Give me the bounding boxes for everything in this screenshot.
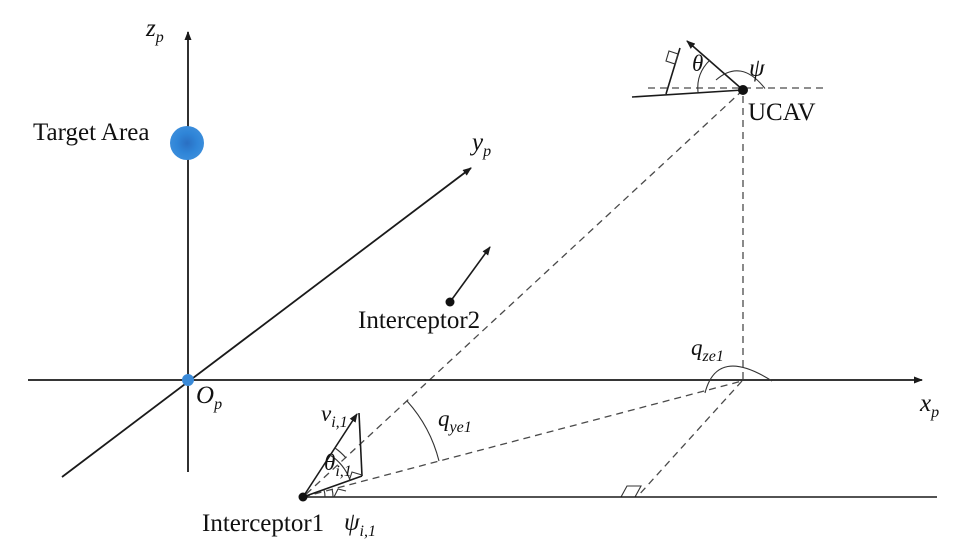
right-angle-marker-interceptor1 xyxy=(348,471,363,482)
los-interceptor1-ucav xyxy=(302,89,744,498)
ucav-heading-angle-label: ψ xyxy=(749,55,765,82)
ucav-pitch-angle-arc xyxy=(697,59,711,93)
construction-lines xyxy=(302,87,823,498)
interceptor2-point xyxy=(445,297,455,307)
right-angle-marker-ucav xyxy=(665,50,679,65)
ucav-velocity-projection-line xyxy=(631,89,744,98)
interceptor1-heading-angle-arc-2 xyxy=(331,488,334,498)
interceptor1-point xyxy=(298,492,308,502)
interceptor1-label: Interceptor1 xyxy=(202,510,324,537)
interceptor1-velocity-label: vi,1 xyxy=(321,401,348,431)
interceptor1-pitch-angle-arc xyxy=(329,454,351,481)
ground-dropline xyxy=(636,380,743,498)
ucav-pitch-angle-label: θ xyxy=(692,51,703,76)
ucav-heading-angle-arc xyxy=(715,70,766,89)
small-angle-marker-interceptor1 xyxy=(333,488,347,498)
ucav-group xyxy=(631,40,766,98)
interceptor1-group xyxy=(298,412,363,502)
interceptor1-vertical-segment xyxy=(358,412,363,477)
interceptor2-velocity-arrow xyxy=(449,246,491,303)
target-area-marker xyxy=(170,126,204,160)
ucav-label: UCAV xyxy=(748,99,816,126)
ucav-point xyxy=(738,85,748,95)
interceptor1-heading-angle-arc xyxy=(323,489,326,498)
right-angle-marker-ground xyxy=(620,485,642,498)
los-elevation-angle-label: qye1 xyxy=(438,406,472,436)
interceptor1-pitch-angle-label: θi,1 xyxy=(324,450,352,480)
y-axis-label: yp xyxy=(469,129,491,160)
origin-label: Op xyxy=(196,382,222,413)
y-axis xyxy=(61,167,472,478)
origin-point xyxy=(182,374,194,386)
interceptor2-label: Interceptor2 xyxy=(358,307,480,334)
interceptor2-group xyxy=(445,246,491,307)
labels: zp yp xp Op Target Area UCAV Interceptor… xyxy=(33,15,939,540)
interceptor1-heading-angle-label: ψi,1 xyxy=(344,509,376,540)
los-azimuth-angle-arc xyxy=(704,365,773,394)
interceptor1-pitch-angle-arc-2 xyxy=(334,447,347,459)
ucav-velocity-arrow xyxy=(686,40,744,91)
coordinate-axes xyxy=(28,31,923,478)
target-area-label: Target Area xyxy=(33,119,149,146)
los-elevation-angle-arc xyxy=(406,400,440,462)
los-azimuth-angle-label: qze1 xyxy=(691,335,724,365)
los-horizontal-projection xyxy=(302,380,743,498)
x-axis-label: xp xyxy=(919,390,939,421)
interceptor1-projection-line xyxy=(302,475,363,498)
z-axis-label: zp xyxy=(145,15,164,46)
